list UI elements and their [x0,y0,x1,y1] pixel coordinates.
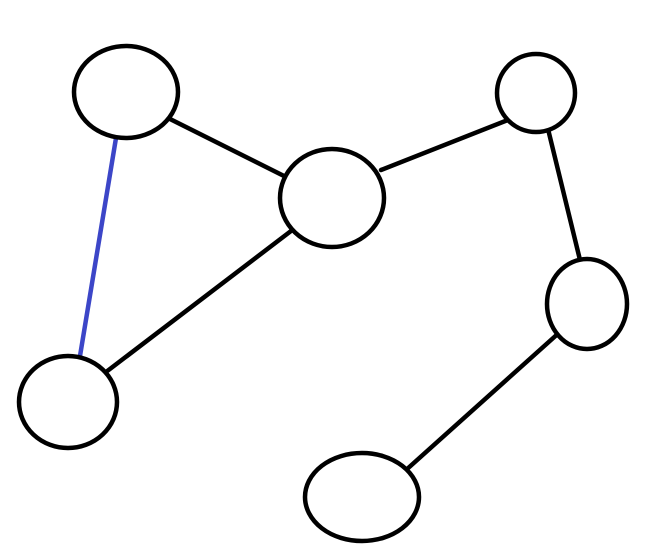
nodes-layer [16,43,630,544]
node-bottom-center [302,450,422,544]
edge-center-to-bottom-left [103,228,294,375]
edge-top-right-to-right [545,126,583,263]
node-bottom-left [16,353,120,451]
edge-center-to-top-right [378,113,521,173]
edges-layer [77,113,583,473]
edge-top-left-to-center [163,114,287,179]
edge-right-to-bottom-center [403,328,564,473]
node-right [544,256,630,352]
node-top-right [494,51,578,135]
edge-top-left-to-bottom-left-highlighted [77,135,119,359]
node-top-left [71,43,181,141]
node-center [277,146,387,250]
